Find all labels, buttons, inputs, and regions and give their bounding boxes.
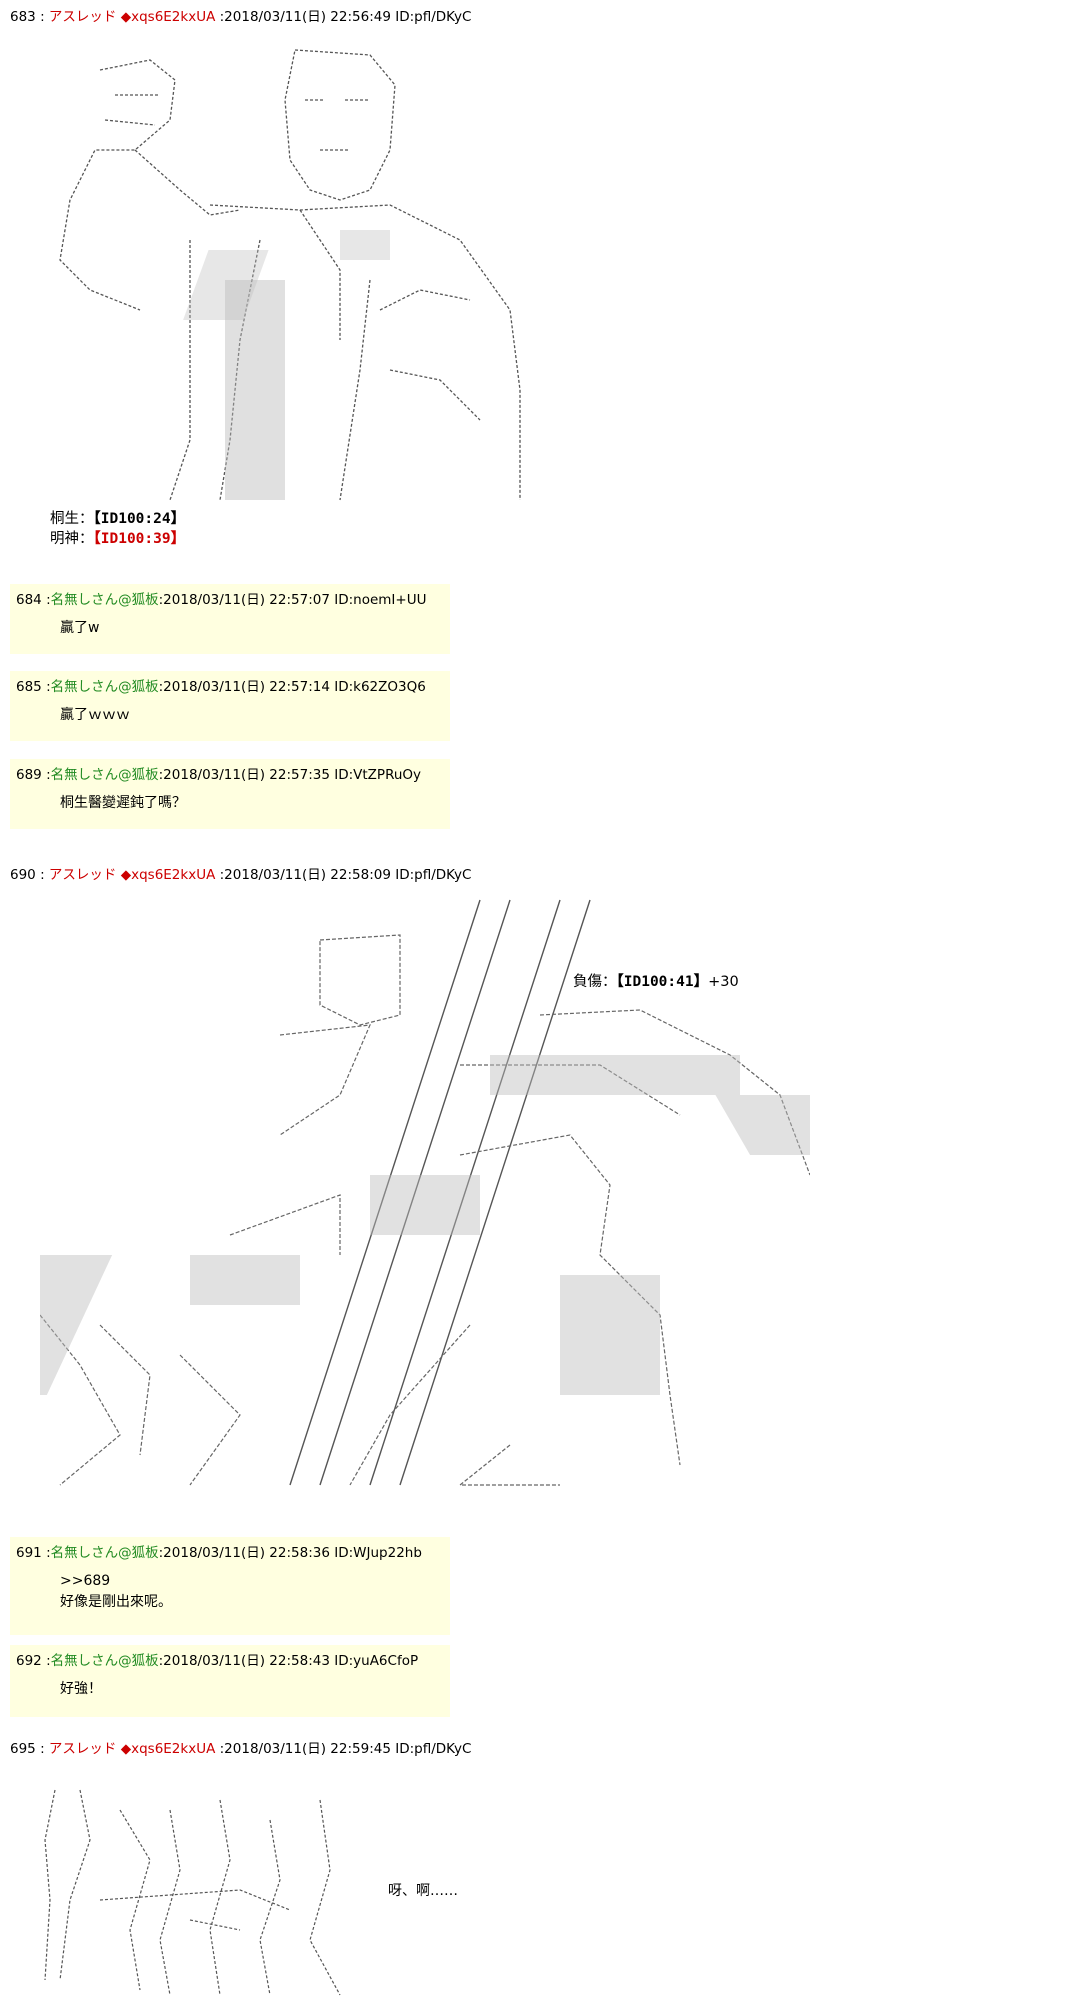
poster-name[interactable]: 名無しさん@狐板 (50, 1545, 159, 1561)
injury-bonus: +30 (708, 974, 739, 990)
poster-name[interactable]: アスレッド (48, 1741, 117, 1757)
post-number: 685 (16, 679, 42, 695)
stat-label: 明神： (50, 531, 94, 547)
post-number: 691 (16, 1545, 42, 1561)
poster-trip: ◆xqs6E2kxUA (120, 1741, 216, 1757)
reply-692: 692 :名無しさん@狐板:2018/03/11(日) 22:58:43 ID:… (10, 1645, 450, 1717)
reply-684: 684 :名無しさん@狐板:2018/03/11(日) 22:57:07 ID:… (10, 584, 450, 654)
poster-name[interactable]: 名無しさん@狐板 (50, 1653, 159, 1669)
reply-header: 684 :名無しさん@狐板:2018/03/11(日) 22:57:07 ID:… (16, 592, 427, 608)
stat-myojin: 明神：【ID100:39】 (50, 527, 185, 548)
post-number: 683 (10, 9, 36, 25)
stat-value: 【ID100:24】 (93, 511, 186, 527)
poster-name[interactable]: アスレッド (48, 867, 117, 883)
reply-689: 689 :名無しさん@狐板:2018/03/11(日) 22:57:35 ID:… (10, 759, 450, 829)
ascii-art-fallen-figure (40, 1780, 380, 2000)
poster-name[interactable]: 名無しさん@狐板 (50, 679, 159, 695)
post-date: :2018/03/11(日) 22:57:14 ID:k62ZO3Q6 (158, 679, 426, 695)
poster-name[interactable]: アスレッド (48, 9, 117, 25)
speech-caption: 呀、啊…… (388, 1883, 458, 1899)
reply-body: 好像是剛出來呢。 (60, 1594, 172, 1610)
post-header-690: 690 : アスレッド ◆xqs6E2kxUA :2018/03/11(日) 2… (10, 867, 472, 883)
reply-header: 685 :名無しさん@狐板:2018/03/11(日) 22:57:14 ID:… (16, 679, 426, 695)
post-date: :2018/03/11(日) 22:58:36 ID:WJup22hb (158, 1545, 422, 1561)
poster-name[interactable]: 名無しさん@狐板 (50, 767, 159, 783)
injury-value: 【ID100:41】 (616, 974, 709, 990)
poster-trip: ◆xqs6E2kxUA (120, 9, 216, 25)
reply-body: 好強！ (60, 1681, 102, 1697)
reply-header: 692 :名無しさん@狐板:2018/03/11(日) 22:58:43 ID:… (16, 1653, 419, 1669)
reply-691: 691 :名無しさん@狐板:2018/03/11(日) 22:58:36 ID:… (10, 1537, 450, 1635)
reply-header: 689 :名無しさん@狐板:2018/03/11(日) 22:57:35 ID:… (16, 767, 422, 783)
reply-body: 桐生醫變遲鈍了嗎？ (60, 795, 186, 811)
injury-label: 負傷： (573, 974, 617, 990)
post-header-683: 683 : アスレッド ◆xqs6E2kxUA :2018/03/11(日) 2… (10, 9, 472, 25)
post-number: 690 (10, 867, 36, 883)
post-date: :2018/03/11(日) 22:57:35 ID:VtZPRuOy (158, 767, 422, 783)
post-date: :2018/03/11(日) 22:58:43 ID:yuA6CfoP (158, 1653, 419, 1669)
stat-value: 【ID100:39】 (93, 531, 186, 547)
post-number: 684 (16, 592, 42, 608)
post-number: 689 (16, 767, 42, 783)
reply-685: 685 :名無しさん@狐板:2018/03/11(日) 22:57:14 ID:… (10, 671, 450, 741)
post-date: :2018/03/11(日) 22:56:49 ID:pfl/DKyC (219, 9, 472, 25)
reply-quote[interactable]: >>689 (60, 1573, 111, 1589)
stat-kiryu: 桐生：【ID100:24】 (50, 507, 185, 528)
reply-header: 691 :名無しさん@狐板:2018/03/11(日) 22:58:36 ID:… (16, 1545, 422, 1561)
post-header-695: 695 : アスレッド ◆xqs6E2kxUA :2018/03/11(日) 2… (10, 1741, 472, 1757)
reply-body: 贏了w (60, 620, 100, 636)
poster-name[interactable]: 名無しさん@狐板 (50, 592, 159, 608)
post-date: :2018/03/11(日) 22:58:09 ID:pfl/DKyC (219, 867, 472, 883)
post-date: :2018/03/11(日) 22:59:45 ID:pfl/DKyC (219, 1741, 472, 1757)
reply-body: 贏了ｗｗｗ (60, 707, 130, 723)
post-date: :2018/03/11(日) 22:57:07 ID:noemI+UU (158, 592, 427, 608)
ascii-art-kiryu-flex (40, 40, 540, 510)
ascii-art-slash-attack (40, 895, 810, 1515)
poster-trip: ◆xqs6E2kxUA (120, 867, 216, 883)
post-number: 692 (16, 1653, 42, 1669)
stat-label: 桐生： (50, 511, 94, 527)
post-number: 695 (10, 1741, 36, 1757)
injury-stat: 負傷：【ID100:41】+30 (573, 970, 739, 991)
